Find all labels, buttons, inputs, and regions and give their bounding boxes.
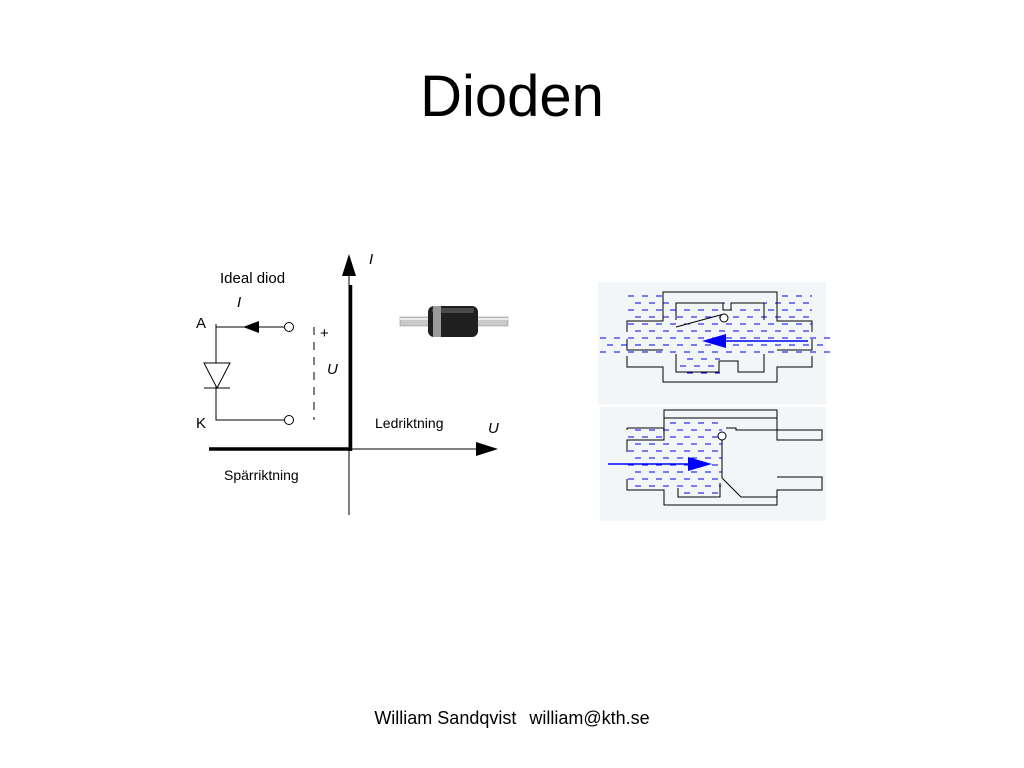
valve-hinge-closed-icon xyxy=(717,431,727,441)
circuit-heading: Ideal diod xyxy=(220,270,285,287)
x-axis-label: U xyxy=(488,420,499,437)
circuit-voltage-label: U xyxy=(327,361,338,378)
x-axis-arrow-icon xyxy=(476,442,498,456)
water-valve-closed-diagram xyxy=(600,407,826,521)
slide-footer: William Sandqvist william@kth.se xyxy=(0,707,1024,729)
terminal-plus-icon xyxy=(284,322,294,332)
diode-symbol-icon xyxy=(203,362,231,390)
flow-arrow-left-icon xyxy=(702,334,726,348)
water-valve-open-diagram xyxy=(598,282,830,404)
flow-arrow-right-icon xyxy=(688,457,712,471)
iv-characteristic: I U Ledriktning Spärriktning xyxy=(209,251,499,515)
y-axis-arrow-icon xyxy=(342,254,356,276)
ideal-diode-circuit: Ideal diod I A K + U xyxy=(196,270,338,432)
valve-hinge-icon xyxy=(719,313,729,323)
valve-flap-open xyxy=(675,313,725,328)
footer-author: William Sandqvist xyxy=(374,708,517,728)
terminal-minus-icon xyxy=(284,415,294,425)
footer-email: william@kth.se xyxy=(529,708,650,728)
anode-label: A xyxy=(196,315,206,332)
forward-label: Ledriktning xyxy=(375,415,444,431)
current-arrow-icon xyxy=(243,321,259,333)
diode-component-image xyxy=(399,306,509,337)
y-axis-label: I xyxy=(369,251,373,268)
circuit-wire xyxy=(215,324,284,421)
slide-title: Dioden xyxy=(420,64,604,129)
plus-label: + xyxy=(320,325,329,342)
cathode-label: K xyxy=(196,415,206,432)
circuit-current-label: I xyxy=(237,294,241,311)
reverse-label: Spärriktning xyxy=(224,467,299,483)
